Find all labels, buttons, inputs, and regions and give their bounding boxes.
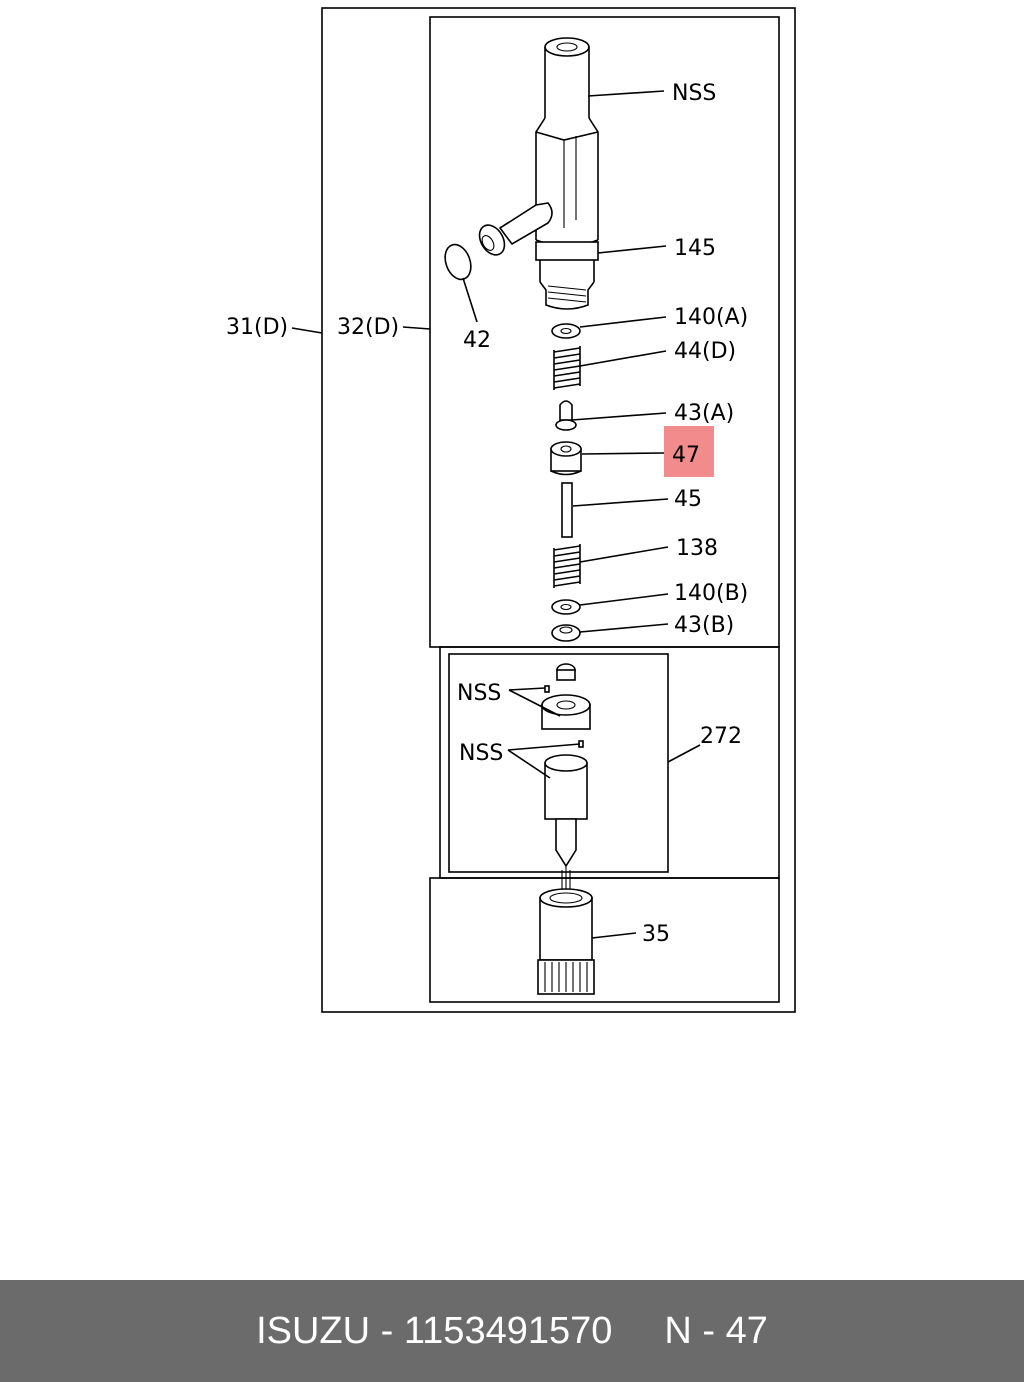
push-rod-45	[561, 482, 573, 538]
nozzle-assembly-272	[541, 663, 591, 905]
label-nss-top: NSS	[672, 81, 716, 106]
label-35: 35	[642, 922, 670, 947]
o-ring-42	[444, 243, 472, 281]
label-43a: 43(A)	[674, 401, 734, 426]
label-42: 42	[463, 328, 491, 353]
footer-sep-2	[393, 1310, 404, 1353]
label-31d: 31(D)	[226, 315, 288, 340]
label-138: 138	[676, 536, 718, 561]
shim-43b	[551, 624, 581, 642]
pin-43a	[555, 400, 577, 431]
footer-ref-separator: -	[702, 1309, 716, 1352]
label-47: 47	[672, 443, 700, 468]
label-140b: 140(B)	[674, 581, 748, 606]
injector-body	[478, 37, 599, 310]
label-140a: 140(A)	[674, 305, 748, 330]
label-nss-2: NSS	[459, 741, 503, 766]
washer-140a	[551, 323, 581, 339]
label-145: 145	[674, 236, 716, 261]
footer-ref-number: 47	[725, 1309, 768, 1352]
leader-lines	[291, 90, 701, 939]
label-nss-1: NSS	[457, 681, 501, 706]
footer-sep-3	[692, 1310, 703, 1353]
spacer-47	[550, 441, 582, 476]
label-32d: 32(D)	[337, 315, 399, 340]
label-45: 45	[674, 487, 702, 512]
exploded-parts-diagram: NSS 145 42 31(D) 32(D) 140(A) 44(D) 43(A…	[226, 7, 796, 1013]
retaining-nut-frame-35	[429, 877, 780, 1003]
spring-138	[553, 544, 581, 588]
footer-bar: ISUZU - 1153491570 N - 47	[0, 1280, 1024, 1382]
nozzle-frame-272-inner	[448, 653, 669, 873]
footer-brand: ISUZU	[256, 1309, 371, 1352]
footer-separator: -	[380, 1309, 394, 1352]
label-43b: 43(B)	[674, 613, 734, 638]
washer-140b	[551, 599, 581, 615]
footer-ref-prefix: N	[664, 1309, 692, 1352]
outer-frame-31d	[321, 7, 796, 1013]
label-272: 272	[700, 724, 742, 749]
retaining-nut-35	[537, 888, 595, 995]
highlight-47	[664, 426, 714, 477]
label-44d: 44(D)	[674, 339, 736, 364]
spring-44d	[553, 346, 581, 390]
footer-sep-1	[370, 1310, 381, 1353]
footer-part-number: 1153491570	[403, 1309, 613, 1352]
footer-sep-4	[715, 1310, 726, 1353]
